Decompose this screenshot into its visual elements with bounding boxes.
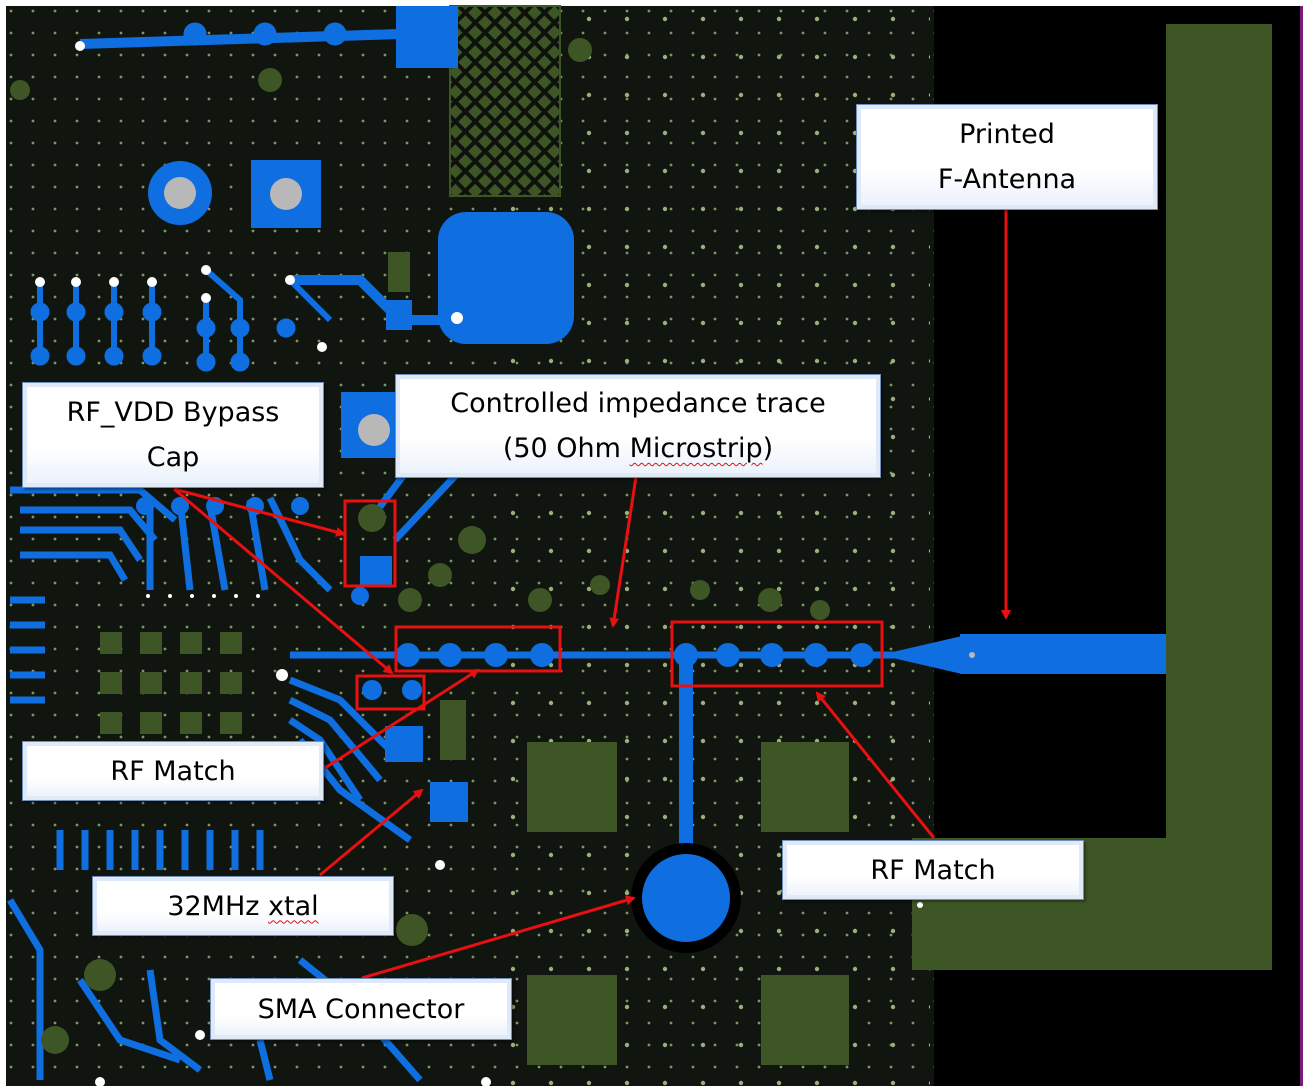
label-trace-line2-pre: (50 Ohm (502, 433, 630, 464)
pin-array (30, 265, 333, 372)
arrow-bypass-1 (173, 487, 346, 537)
chip-pads (136, 497, 468, 822)
green-component-pads (10, 38, 830, 1054)
rf-match-components (362, 643, 874, 700)
label-32mhz-xtal: 32MHz xtal (92, 876, 394, 936)
label-trace-line2-post: ) (762, 433, 774, 464)
hatched-pad (449, 5, 561, 197)
label-sma-text: SMA Connector (257, 993, 465, 1025)
label-rf-vdd-bypass-cap: RF_VDD Bypass Cap (22, 382, 324, 488)
arrow-sma (361, 895, 636, 980)
xtal-highlight (355, 674, 426, 711)
label-trace-line2: (50 Ohm Microstrip) (396, 426, 880, 471)
printed-f-antenna (912, 24, 1272, 970)
bypass-cap-highlight (343, 499, 397, 588)
label-xtal-pre: 32MHz (167, 890, 269, 922)
arrow-xtal (319, 788, 424, 877)
chip-ground-grid (100, 632, 242, 734)
label-sma-connector: SMA Connector (210, 978, 512, 1040)
arrow-rf-match-left (324, 668, 480, 770)
white-vias (95, 594, 923, 1087)
annotation-arrows (173, 210, 1011, 980)
label-trace-line1: Controlled impedance trace (450, 388, 826, 419)
label-printed-f-antenna: Printed F-Antenna (856, 104, 1158, 210)
arrow-rf-match-right (815, 691, 936, 839)
label-trace-line2-word: Microstrip (629, 433, 763, 464)
label-antenna-line2: F-Antenna (937, 164, 1077, 195)
large-copper-pad (290, 212, 574, 344)
rf-match-right-highlight (670, 620, 884, 688)
label-bypass-line1: RF_VDD Bypass (66, 397, 280, 428)
arrow-trace (609, 476, 638, 628)
label-xtal-text: 32MHz xtal (93, 884, 393, 929)
ground-pads (527, 742, 849, 1065)
sma-connector (631, 843, 741, 953)
label-xtal-word: xtal (268, 890, 319, 922)
label-rf-match-right-text: RF Match (870, 854, 996, 886)
label-bypass-line2: Cap (146, 442, 200, 473)
label-antenna-line1: Printed (959, 119, 1055, 150)
label-rf-match-right: RF Match (782, 840, 1084, 900)
label-controlled-impedance-trace: Controlled impedance trace (50 Ohm Micro… (395, 374, 881, 478)
highlight-boxes (343, 499, 884, 711)
label-rf-match-left-text: RF Match (110, 755, 236, 787)
arrow-bypass-2 (173, 487, 394, 675)
top-traces (75, 6, 458, 68)
label-rf-match-left: RF Match (22, 741, 324, 801)
